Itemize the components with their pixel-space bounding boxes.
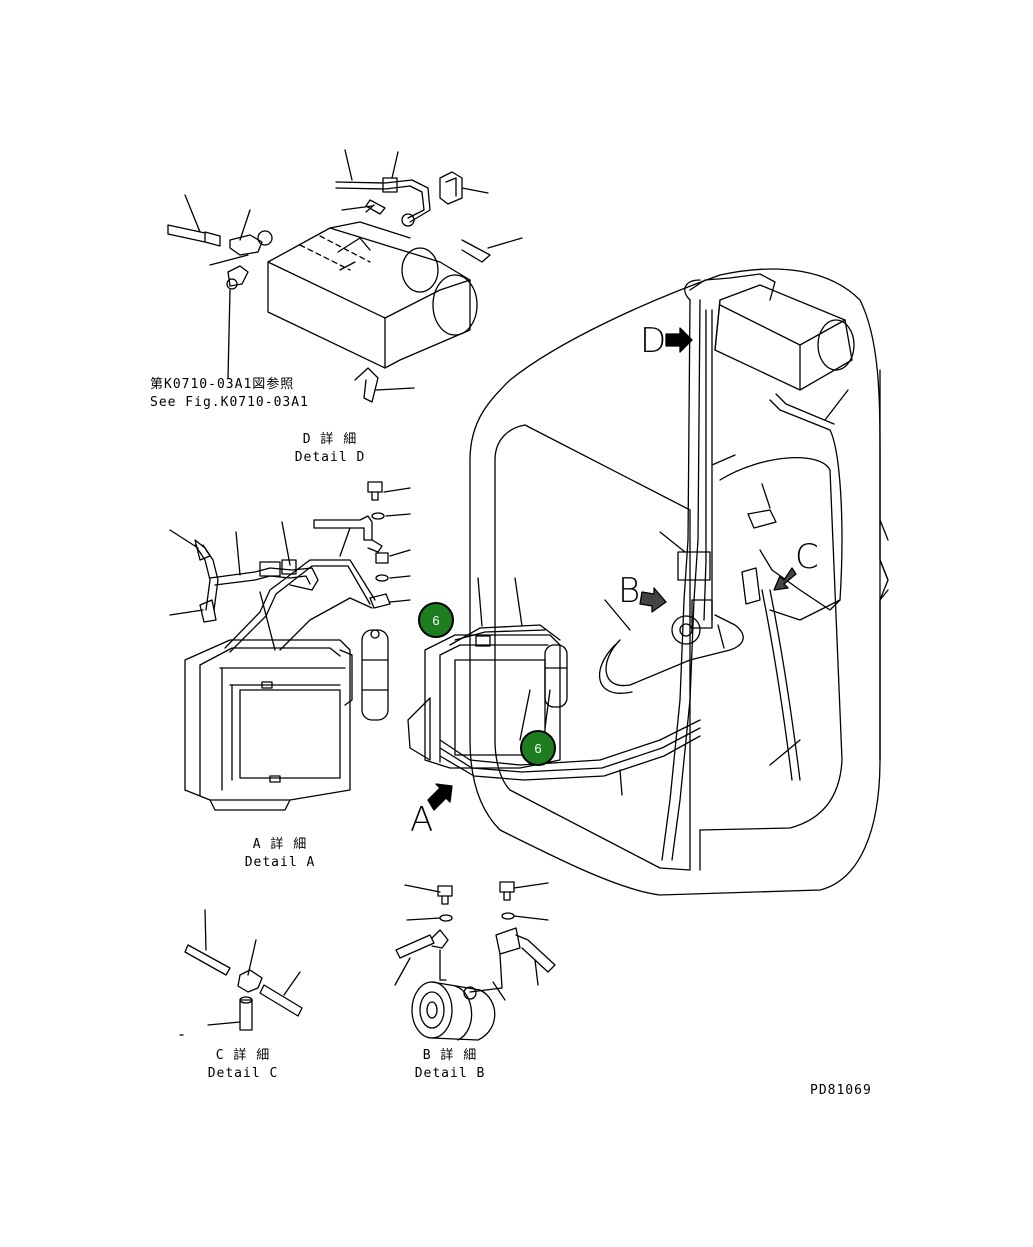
detail-a-title-jp: A 詳 細 [252, 837, 308, 852]
view-letter-b: B [618, 571, 641, 611]
cab-evaporator-inset [408, 578, 567, 768]
arrow-d-icon [666, 328, 692, 352]
arrow-b-icon [640, 588, 666, 612]
view-letter-d: D [640, 321, 667, 361]
detail-d-fittings [314, 482, 410, 608]
arrow-c-icon [774, 568, 796, 590]
arrow-a-icon [428, 784, 452, 810]
detail-c-title-en: Detail C [207, 1066, 279, 1081]
detail-b-title-jp: B 詳 細 [422, 1048, 478, 1063]
detail-b-title-en: Detail B [414, 1066, 486, 1081]
figure-reference-jp: 第K0710-03A1図参照 [150, 377, 295, 392]
detail-b-assembly [395, 882, 555, 1040]
figure-reference-en: See Fig.K0710-03A1 [150, 395, 309, 410]
view-letter-c: C [795, 537, 819, 577]
part-callout[interactable]: 6 [418, 602, 454, 638]
detail-c-title-jp: C 詳 細 [215, 1048, 271, 1063]
detail-d-top-assembly [168, 150, 522, 402]
detail-d-title-en: Detail D [294, 450, 366, 465]
detail-d-title-jp: D 詳 細 [302, 432, 358, 447]
part-callout[interactable]: 6 [520, 730, 556, 766]
detail-a-assembly [170, 522, 388, 810]
cab-outline [440, 269, 888, 895]
view-letter-a: A [410, 800, 434, 840]
view-arrows [428, 328, 796, 810]
drawing-number: PD81069 [810, 1083, 872, 1098]
detail-c-assembly [180, 910, 302, 1035]
detail-a-title-en: Detail A [244, 855, 316, 870]
